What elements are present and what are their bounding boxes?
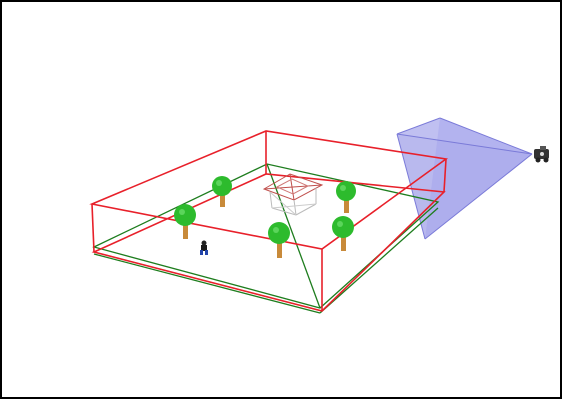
person-figure <box>200 240 208 255</box>
tree <box>174 204 196 239</box>
view-frustum <box>396 117 533 240</box>
camera-icon[interactable] <box>534 146 549 163</box>
tree <box>212 176 232 207</box>
bounding-box <box>89 130 449 312</box>
wireframe-tower <box>262 173 324 216</box>
tree <box>336 181 356 213</box>
tree <box>332 216 354 251</box>
tree <box>268 222 290 258</box>
